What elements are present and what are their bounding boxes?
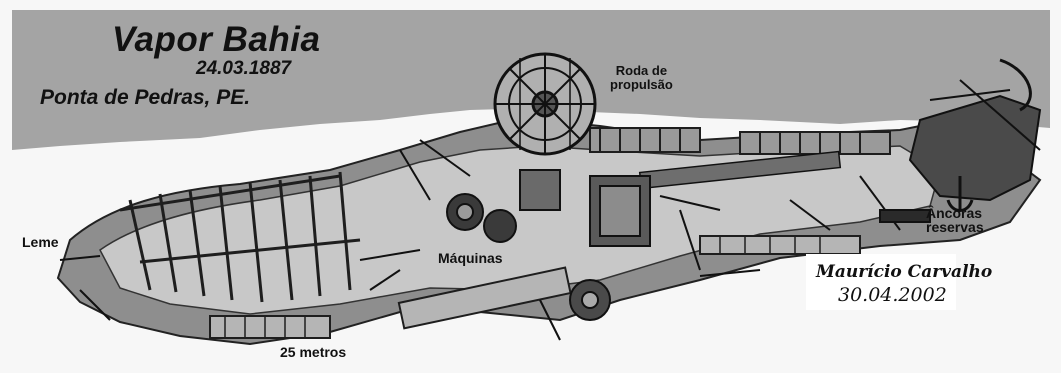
label-rudder: Leme <box>22 234 59 250</box>
label-anchors-line1: Âncoras <box>926 205 983 221</box>
debris <box>59 139 901 341</box>
bow-section <box>879 58 1042 223</box>
signature-panel <box>806 254 956 310</box>
wreck-title: Vapor Bahia <box>112 20 321 59</box>
label-paddle-wheel-line2: propulsão <box>610 77 673 92</box>
label-anchors-line2: reservas <box>926 219 984 235</box>
midship-rail <box>589 127 891 155</box>
label-paddle-wheel-line1: Roda de <box>615 63 668 78</box>
plank-lines <box>224 236 821 338</box>
signature-name: Maurício Carvalho <box>816 262 993 282</box>
label-paddle-wheel: Roda de propulsão <box>610 64 673 92</box>
stern-frames <box>119 171 361 303</box>
paddle-wheel <box>493 52 597 156</box>
label-engines: Máquinas <box>438 250 503 266</box>
wreck-location: Ponta de Pedras, PE. <box>40 86 251 109</box>
sinking-date: 24.03.1887 <box>196 58 292 79</box>
label-spare-anchors: Âncoras reservas <box>926 206 984 234</box>
engine-block <box>446 169 651 321</box>
label-scale: 25 metros <box>280 344 347 360</box>
signature-date: 30.04.2002 <box>838 284 947 306</box>
